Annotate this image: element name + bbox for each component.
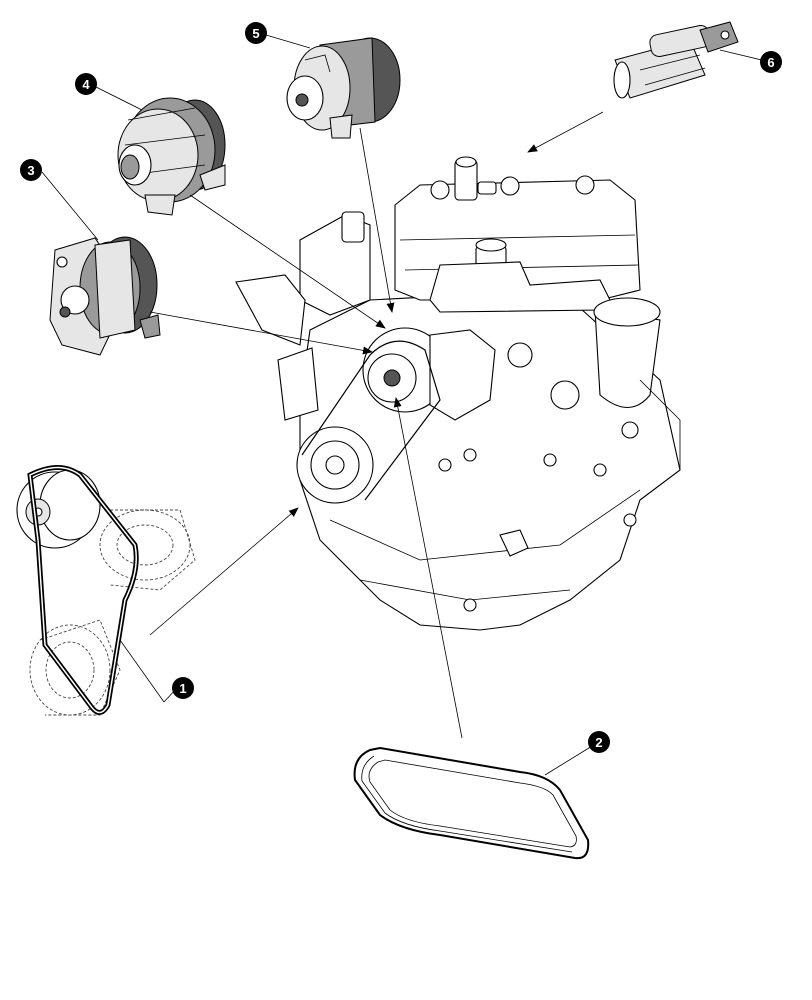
callout-3-label: 3 — [27, 163, 34, 178]
callout-2-label: 2 — [595, 735, 602, 750]
drive-belt — [353, 746, 590, 860]
leader-lines — [41, 34, 771, 776]
engine-block — [235, 156, 681, 631]
alternator-c — [286, 37, 401, 139]
callout-6: 6 — [760, 51, 782, 73]
callout-4-label: 4 — [82, 77, 90, 92]
callout-3: 3 — [20, 159, 42, 181]
alternator-b — [117, 97, 226, 216]
callout-2: 2 — [588, 731, 610, 753]
callout-5: 5 — [245, 22, 267, 44]
callout-5-label: 5 — [252, 26, 259, 41]
alternator-a — [49, 236, 161, 356]
callout-1: 1 — [172, 677, 194, 699]
callout-6-label: 6 — [767, 55, 774, 70]
callout-4: 4 — [75, 73, 97, 95]
fan-belt-assembly — [16, 465, 196, 716]
callout-1-label: 1 — [179, 681, 186, 696]
starter-motor — [613, 21, 739, 99]
